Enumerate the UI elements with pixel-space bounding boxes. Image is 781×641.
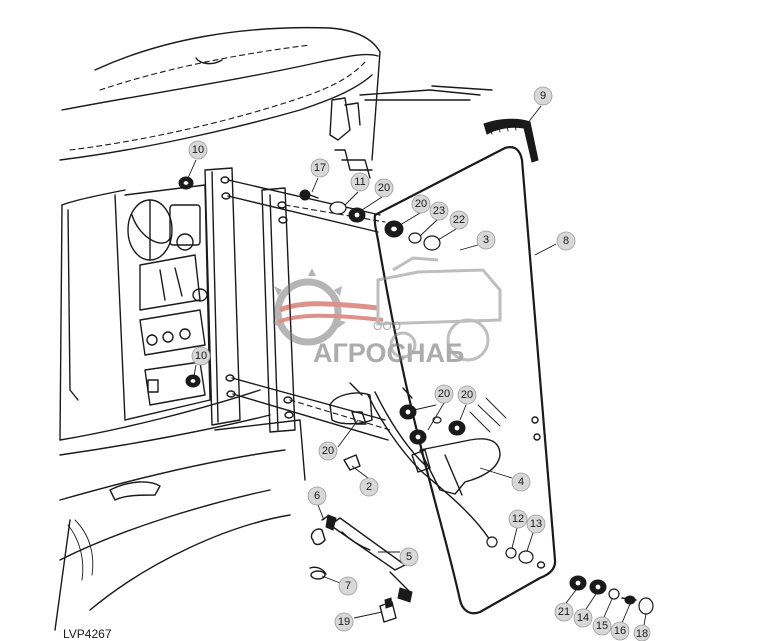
callout-label: 10 <box>195 350 207 362</box>
callout-label: 3 <box>483 234 489 246</box>
callout-label: 16 <box>614 625 626 637</box>
callout-label: 20 <box>415 198 427 210</box>
callout-20b: 20 <box>411 194 431 214</box>
callout-13: 13 <box>526 514 546 534</box>
callout-label: 5 <box>406 551 412 563</box>
callout-16: 16 <box>610 621 630 641</box>
cab-roof-structure <box>59 26 493 179</box>
weather-strip <box>483 118 539 163</box>
upper-hinge-hardware <box>178 176 441 251</box>
callout-14: 14 <box>573 608 593 628</box>
figure-code: LVP4267 <box>63 627 112 641</box>
callout-label: 4 <box>518 476 524 488</box>
callout-11: 11 <box>350 172 370 192</box>
callout-label: 12 <box>512 513 524 525</box>
callout-12: 12 <box>508 509 528 529</box>
callout-21: 21 <box>554 602 574 622</box>
callout-label: 23 <box>433 205 445 217</box>
gas-strut-assembly <box>309 514 413 623</box>
callout-label: 18 <box>636 628 648 640</box>
gear-emblem-icon <box>272 268 384 346</box>
callout-10b: 10 <box>191 346 211 366</box>
watermark-company-name: АГРОСНАБ <box>313 338 464 368</box>
callout-20a: 20 <box>374 178 394 198</box>
callout-label: 20 <box>461 389 473 401</box>
callout-19: 19 <box>334 612 354 632</box>
callout-5: 5 <box>399 547 419 567</box>
callout-18: 17 <box>310 158 330 178</box>
callout-label: 14 <box>577 612 589 624</box>
callouts: 10 17 11 20 20 23 22 3 8 9 10 20 20 20 2… <box>188 86 651 641</box>
callout-label: 21 <box>558 606 570 618</box>
callout-leaders <box>187 105 647 626</box>
callout-17: 18 <box>633 624 651 641</box>
door-handle <box>367 391 501 548</box>
dashboard-detail <box>127 199 208 406</box>
callout-label: 7 <box>345 580 351 592</box>
callout-label: 17 <box>314 162 326 174</box>
door-post-bracket <box>204 167 391 441</box>
callout-4: 4 <box>511 472 531 492</box>
callout-9: 9 <box>533 86 553 106</box>
callout-2: 2 <box>359 477 379 497</box>
callout-label: 20 <box>378 182 390 194</box>
callout-8: 8 <box>556 231 576 251</box>
callout-6: 6 <box>307 486 327 506</box>
callout-20c: 20 <box>434 384 454 404</box>
callout-label: 20 <box>438 388 450 400</box>
glass-door-panel <box>373 146 557 615</box>
callout-20e: 20 <box>318 441 338 461</box>
callout-15: 15 <box>592 616 612 636</box>
lower-right-hardware <box>505 547 654 615</box>
callout-3: 3 <box>476 230 496 250</box>
harvester-silhouette-icon <box>376 256 502 362</box>
callout-label: 19 <box>338 616 350 628</box>
callout-label: 6 <box>314 490 320 502</box>
callout-label: 13 <box>530 518 542 530</box>
callout-label: 15 <box>596 620 608 632</box>
callout-label: 8 <box>563 235 569 247</box>
callout-7: 7 <box>338 576 358 596</box>
callout-20d: 20 <box>457 385 477 405</box>
callout-label: 9 <box>540 90 546 102</box>
cab-body-left <box>54 184 306 631</box>
lower-hinge-hardware <box>185 374 466 471</box>
callout-label: 10 <box>192 144 204 156</box>
callout-10a: 10 <box>188 140 208 160</box>
callout-label: 11 <box>354 176 365 188</box>
watermark-logo: ООО АГРОСНАБ <box>272 256 502 368</box>
callout-22: 22 <box>449 210 469 230</box>
callout-label: 20 <box>322 445 334 457</box>
callout-label: 2 <box>366 481 372 493</box>
watermark-small-text: ООО <box>373 319 401 333</box>
callout-23: 23 <box>429 201 449 221</box>
callout-label: 22 <box>453 214 465 226</box>
